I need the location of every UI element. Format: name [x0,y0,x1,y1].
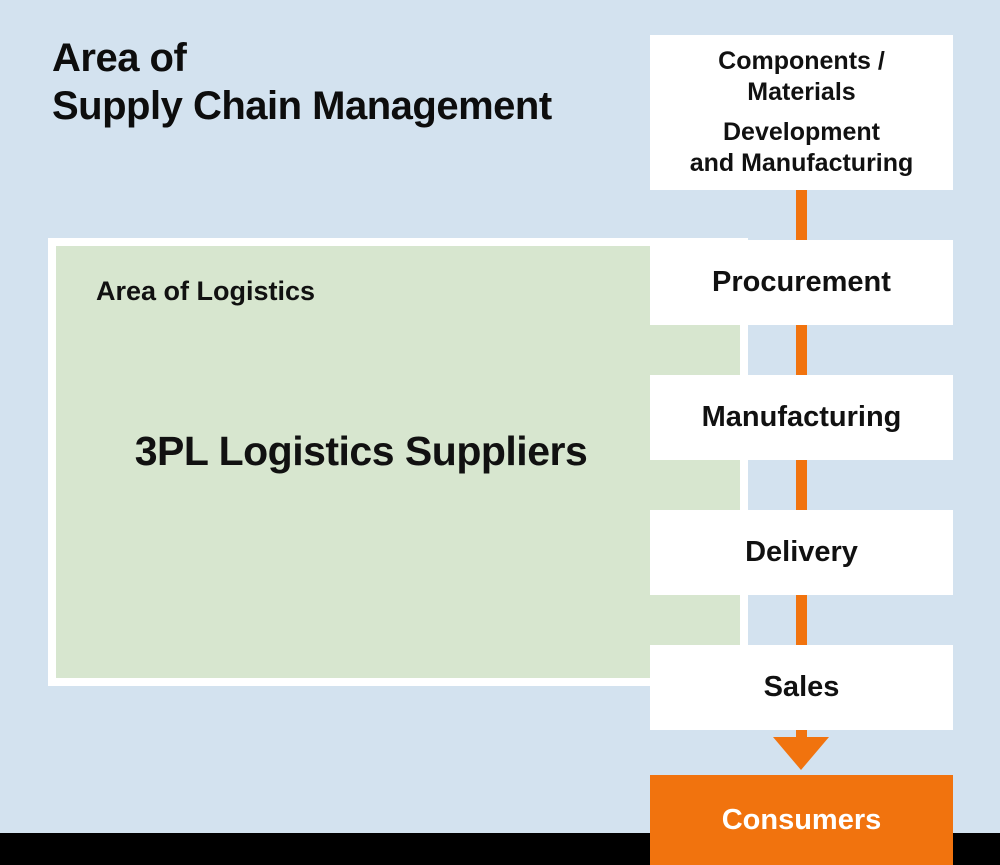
logistics-area-box: Area of Logistics 3PL Logistics Supplier… [48,238,748,686]
source-box-line-4: and Manufacturing [689,149,914,178]
source-box-line-1: Components / [718,46,885,75]
title-line-1: Area of [52,36,187,80]
title-line-2: Supply Chain Management [52,84,552,128]
flow-box-procurement: Procurement [650,240,953,325]
logistics-area-label: Area of Logistics [96,276,316,306]
source-box-line-3: Development [723,118,880,146]
flow-box-consumers: Consumers [650,775,953,865]
arrow-down-icon [773,737,829,770]
flow-box-manufacturing: Manufacturing [650,375,953,460]
diagram-title: Area of Supply Chain Management [52,34,552,130]
logistics-suppliers-label: 3PL Logistics Suppliers [134,428,588,474]
flow-box-sales: Sales [650,645,953,730]
flow-box-delivery: Delivery [650,510,953,595]
flow-connector-line [796,188,807,740]
flow-box-components-materials: Components / Materials Development and M… [650,35,953,190]
source-box-line-2: Materials [747,77,856,106]
